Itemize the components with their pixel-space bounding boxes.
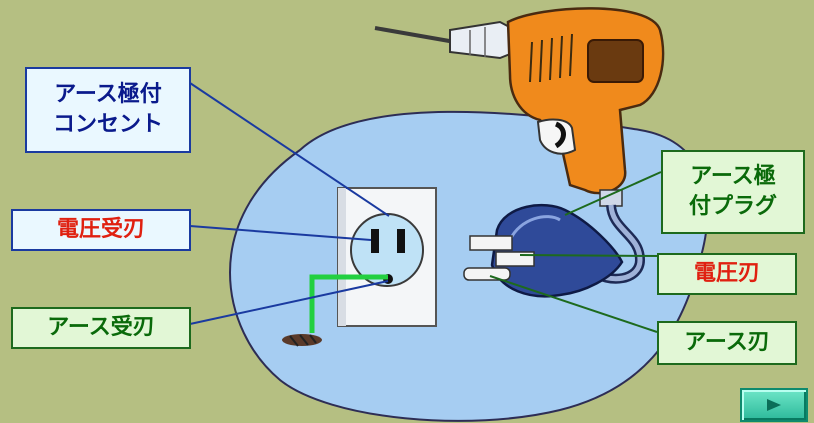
label-earth-outlet: アース極付 コンセント	[25, 67, 191, 153]
next-button[interactable]	[740, 388, 808, 422]
earth-plug	[463, 203, 624, 298]
play-triangle-icon	[767, 399, 781, 411]
drill	[374, 7, 665, 284]
label-earth-plug: アース極 付プラグ	[661, 150, 805, 234]
label-voltage-receptacle-blade: 電圧受刃	[11, 209, 191, 251]
ground-terminal	[282, 334, 322, 347]
label-earth-receptacle-blade: アース受刃	[11, 307, 191, 349]
leader-earth-plug	[564, 171, 662, 216]
leader-earth-outlet	[189, 82, 390, 217]
label-voltage-blade: 電圧刃	[657, 253, 797, 295]
leader-earth-blade	[489, 275, 658, 333]
leader-earth-receptacle	[189, 280, 389, 325]
leader-voltage-receptacle	[189, 225, 372, 241]
label-earth-blade: アース刃	[657, 321, 797, 365]
earth-wire	[309, 274, 388, 333]
earth-outlet	[337, 187, 437, 327]
leader-voltage-blade	[519, 254, 662, 257]
